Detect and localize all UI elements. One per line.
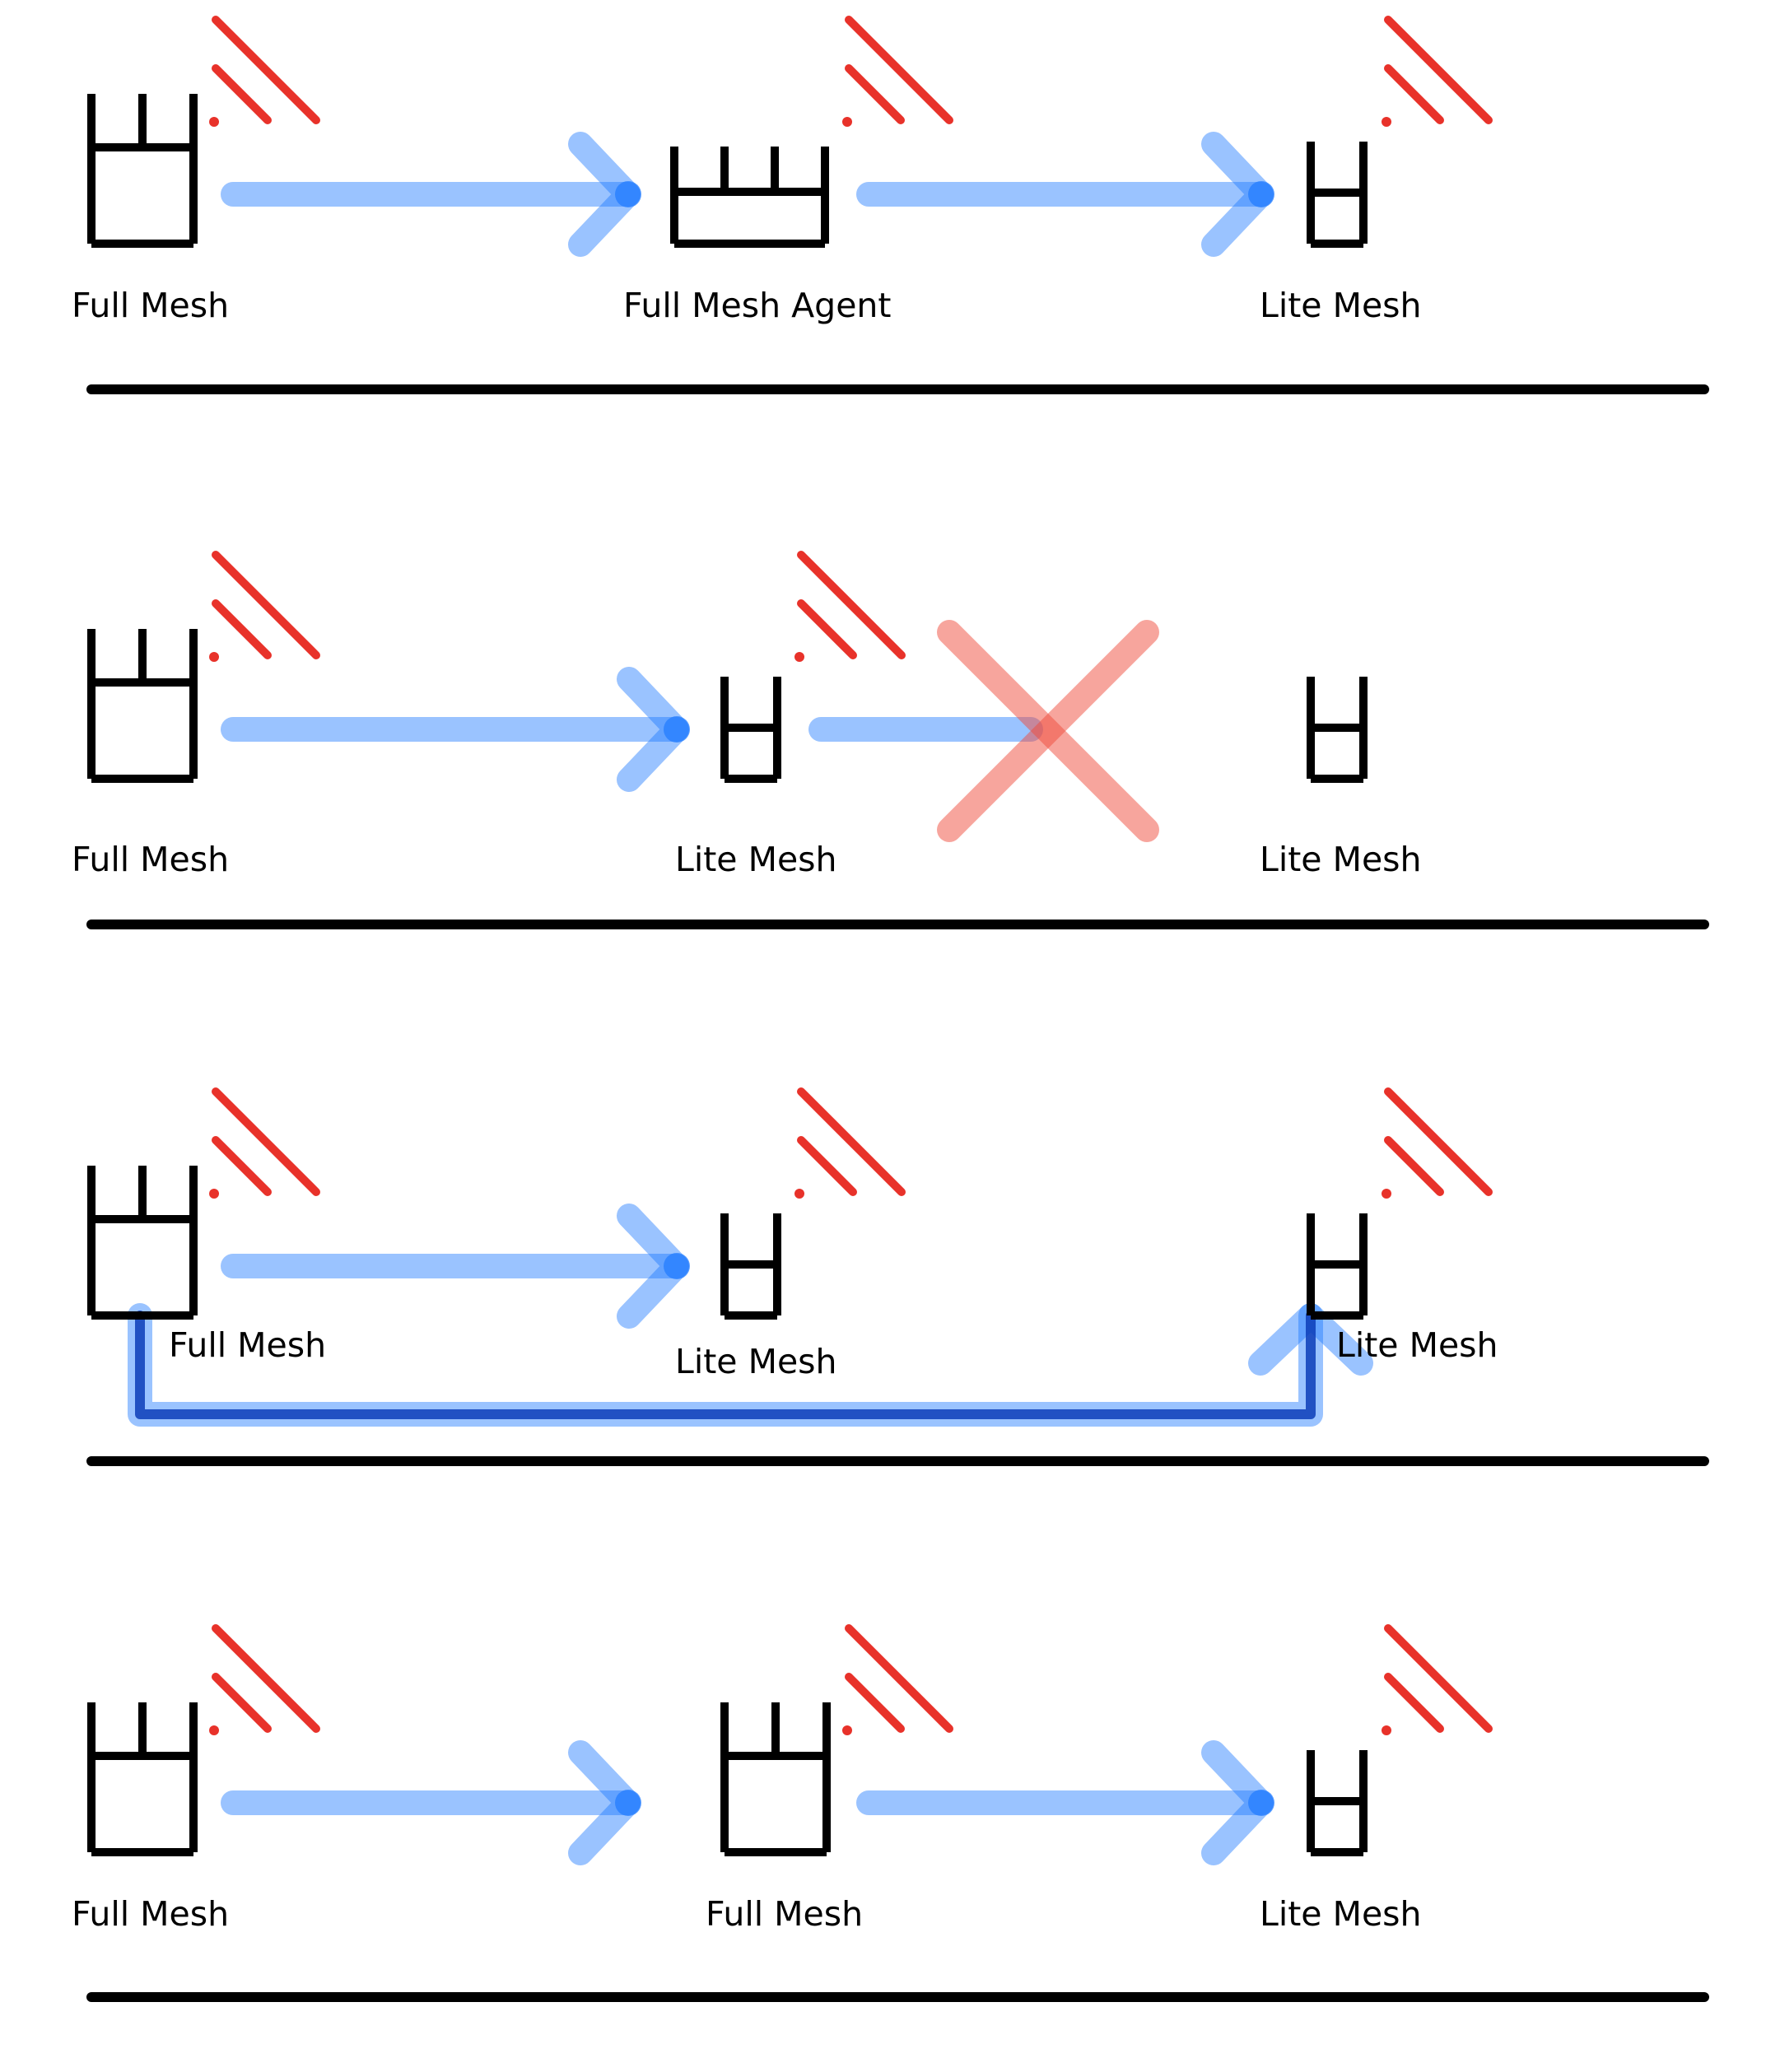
link-full-mesh-to-agent — [221, 132, 641, 257]
signal-icon — [1382, 20, 1489, 127]
row-4: Full Mesh Full Mesh Lite Mesh — [72, 1628, 1709, 2002]
full-mesh-icon — [91, 1166, 193, 1315]
node-label: Lite Mesh — [1260, 840, 1422, 879]
node-full-mesh: Full Mesh — [72, 1628, 316, 1934]
link-full-mesh-to-lite-mesh — [856, 1740, 1274, 1865]
lite-mesh-icon — [725, 677, 777, 779]
full-mesh-icon — [91, 94, 193, 244]
signal-icon — [794, 555, 902, 662]
row-1: Full Mesh Full Mesh Agent Lite Mesh — [72, 20, 1709, 394]
node-label: Lite Mesh — [675, 1342, 837, 1381]
signal-icon — [209, 20, 316, 127]
node-lite-mesh-disconnected: Lite Mesh — [1260, 677, 1422, 879]
full-mesh-icon — [725, 1702, 827, 1852]
lite-mesh-icon — [1311, 1750, 1363, 1852]
node-label: Lite Mesh — [1260, 1894, 1422, 1934]
lite-mesh-icon — [1311, 142, 1363, 244]
node-label: Lite Mesh — [1260, 286, 1422, 325]
link-lite-mesh-blocked — [808, 620, 1159, 842]
lite-mesh-icon — [725, 1213, 777, 1315]
full-mesh-icon — [91, 1702, 193, 1852]
row-2-links — [221, 620, 1159, 842]
link-full-mesh-to-lite-mesh — [221, 667, 690, 792]
node-full-mesh: Full Mesh — [72, 20, 316, 325]
signal-icon — [794, 1092, 902, 1199]
node-label: Full Mesh Agent — [623, 286, 891, 325]
node-full-mesh: Full Mesh — [91, 1092, 326, 1365]
node-full-mesh-agent: Full Mesh Agent — [623, 20, 949, 325]
row-4-links — [221, 1740, 1274, 1865]
signal-icon — [1382, 1092, 1489, 1199]
node-lite-mesh: Lite Mesh — [1260, 20, 1489, 325]
full-mesh-agent-icon — [674, 147, 825, 244]
row-3: Full Mesh Lite Mesh Lite Mesh — [86, 1092, 1709, 1466]
signal-icon — [209, 555, 316, 662]
node-label: Full Mesh — [72, 840, 229, 879]
node-lite-mesh: Lite Mesh — [1260, 1628, 1489, 1934]
node-label: Full Mesh — [72, 286, 229, 325]
node-label: Lite Mesh — [1336, 1325, 1498, 1365]
node-label: Lite Mesh — [675, 840, 837, 879]
node-label: Full Mesh — [72, 1894, 229, 1934]
row-1-links — [221, 132, 1274, 257]
signal-icon — [842, 1628, 949, 1735]
node-label: Full Mesh — [706, 1894, 863, 1934]
node-full-mesh: Full Mesh — [72, 555, 316, 879]
full-mesh-icon — [91, 629, 193, 779]
node-lite-mesh: Lite Mesh — [675, 1092, 902, 1381]
signal-icon — [1382, 1628, 1489, 1735]
node-lite-mesh-far: Lite Mesh — [1311, 1092, 1498, 1365]
row-2: Full Mesh Lite Mesh Lite Mesh — [72, 555, 1709, 929]
node-full-mesh-2: Full Mesh — [706, 1628, 949, 1934]
node-lite-mesh: Lite Mesh — [675, 555, 902, 879]
lite-mesh-icon — [1311, 677, 1363, 779]
signal-icon — [842, 20, 949, 127]
link-agent-to-lite-mesh — [856, 132, 1274, 257]
signal-icon — [209, 1092, 316, 1199]
link-full-mesh-to-lite-mesh — [221, 1204, 690, 1329]
lite-mesh-icon — [1311, 1213, 1363, 1315]
node-label: Full Mesh — [169, 1325, 326, 1365]
link-full-mesh-to-full-mesh — [221, 1740, 641, 1865]
signal-icon — [209, 1628, 316, 1735]
